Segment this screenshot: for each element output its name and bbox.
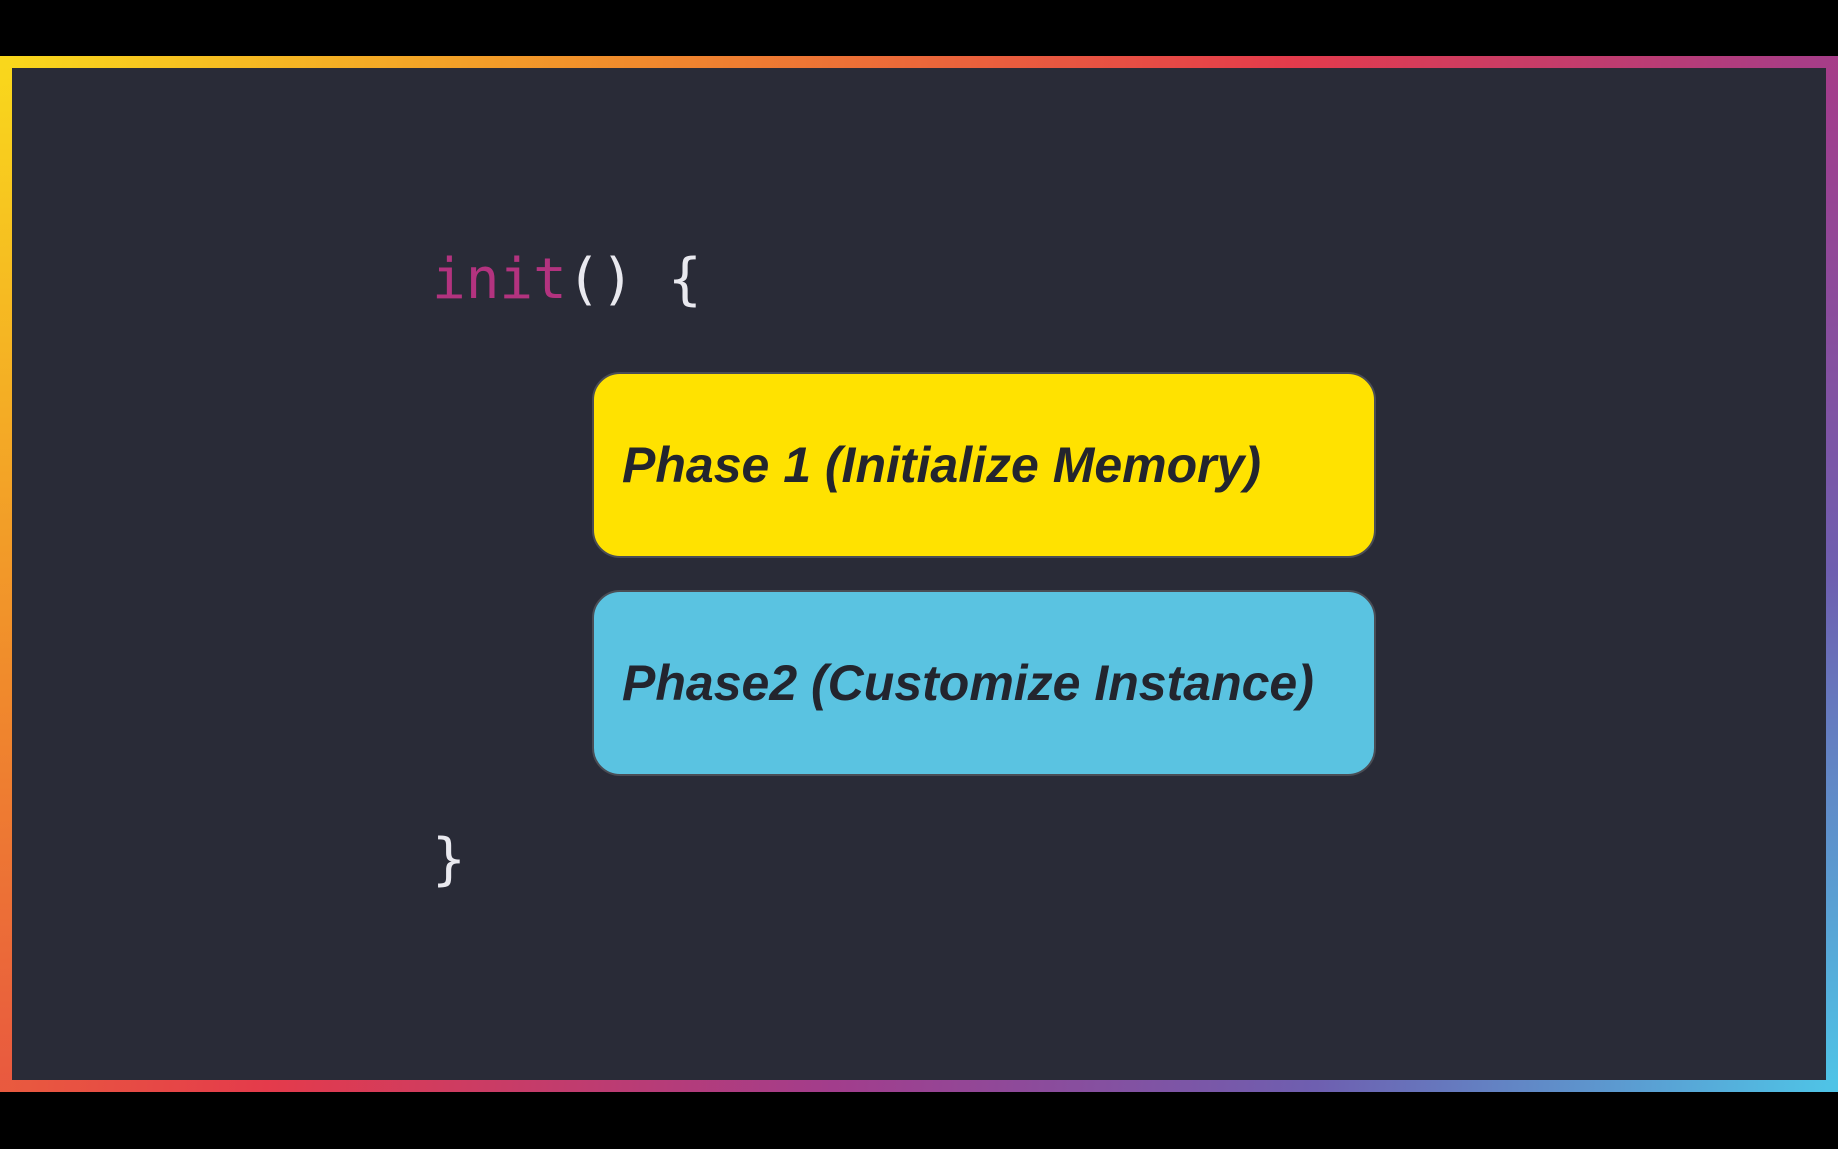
phase-2-box: Phase2 (Customize Instance) bbox=[592, 590, 1376, 776]
init-signature: init() { bbox=[432, 252, 702, 308]
init-open-brace: () { bbox=[566, 247, 702, 312]
phase-1-label: Phase 1 (Initialize Memory) bbox=[622, 437, 1262, 493]
init-close-brace: } bbox=[432, 827, 466, 892]
code-panel bbox=[0, 56, 1838, 1092]
phase-1-box: Phase 1 (Initialize Memory) bbox=[592, 372, 1376, 558]
phase-2-label: Phase2 (Customize Instance) bbox=[622, 655, 1314, 711]
init-keyword: init bbox=[432, 247, 567, 312]
